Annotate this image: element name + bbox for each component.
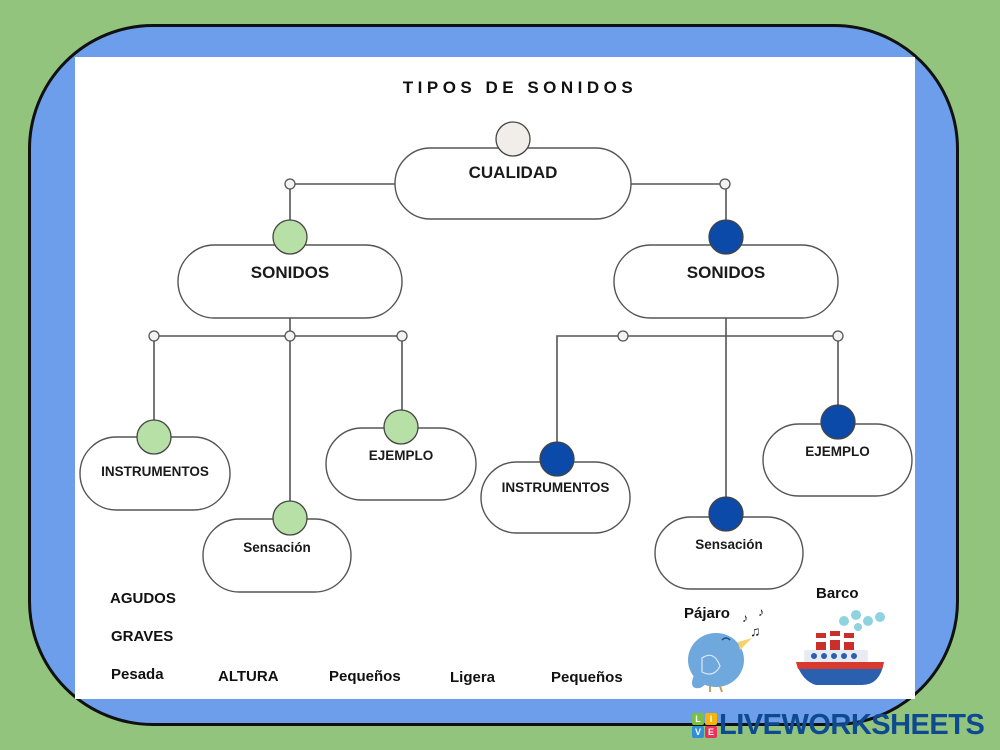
svg-text:♪: ♪ — [758, 605, 764, 619]
logo-letter: L — [692, 712, 704, 725]
node-dots — [136, 121, 856, 536]
junction-dot — [284, 178, 296, 190]
junction-dot — [719, 178, 731, 190]
junction-dot — [617, 330, 629, 342]
node-left-sensacion[interactable]: Sensación — [202, 518, 352, 593]
node-boxes: CUALIDAD SONIDOS SONIDOS INSTRUMENTOS Sensac… — [79, 147, 913, 593]
page-title: TIPOS DE SONIDOS — [402, 78, 638, 97]
logo-letter: V — [692, 725, 704, 738]
node-left-sensacion-shape — [202, 518, 352, 593]
junction-dot — [284, 330, 296, 342]
junction-dot — [832, 330, 844, 342]
node-left-sonidos-label: SONIDOS — [251, 263, 329, 282]
word-agudos[interactable]: AGUDOS — [110, 590, 176, 607]
svg-text:♪: ♪ — [742, 611, 748, 625]
bird-label[interactable]: Pájaro — [684, 605, 730, 622]
node-right-ejemplo-label: EJEMPLO — [805, 444, 870, 459]
word-ligera[interactable]: Ligera — [450, 669, 496, 686]
root-dot — [495, 121, 531, 157]
left-sensacion-dot — [272, 500, 308, 536]
node-left-instrumentos[interactable]: INSTRUMENTOS — [79, 436, 231, 511]
liveworksheets-brand[interactable]: L I V E LIVEWORKSHEETS — [692, 707, 985, 743]
node-cualidad-label: CUALIDAD — [469, 163, 558, 182]
node-right-sensacion[interactable]: Sensación — [654, 516, 804, 590]
brand-text: LIVEWORKSHEETS — [719, 708, 985, 741]
left-sonidos-dot — [272, 219, 308, 255]
right-ejemplo-dot — [820, 404, 856, 440]
node-right-sonidos[interactable]: SONIDOS — [613, 244, 839, 319]
left-ejemplo-dot — [383, 409, 419, 445]
node-right-ejemplo[interactable]: EJEMPLO — [762, 423, 913, 497]
node-cualidad[interactable]: CUALIDAD — [394, 147, 632, 220]
brand-logo-icon: L I V E — [692, 712, 717, 738]
svg-text:♫: ♫ — [750, 623, 761, 639]
junction-dot — [396, 330, 408, 342]
logo-letter: I — [705, 712, 717, 725]
node-left-sensacion-label: Sensación — [243, 540, 311, 555]
ship-label[interactable]: Barco — [816, 585, 859, 602]
node-right-sensacion-label: Sensación — [695, 537, 763, 552]
node-cualidad-shape — [394, 147, 632, 220]
right-sensacion-dot — [708, 496, 744, 532]
word-altura[interactable]: ALTURA — [218, 668, 279, 685]
node-left-ejemplo-label: EJEMPLO — [369, 448, 434, 463]
root-to-right-line — [631, 183, 727, 221]
right-sonidos-dot — [708, 219, 744, 255]
ship-icon[interactable] — [792, 605, 892, 690]
junction-dot — [148, 330, 160, 342]
connector-lines — [153, 183, 839, 501]
node-right-instrumentos-label: INSTRUMENTOS — [502, 480, 610, 495]
node-left-instrumentos-label: INSTRUMENTOS — [101, 464, 209, 479]
word-pesada[interactable]: Pesada — [111, 666, 164, 683]
word-graves[interactable]: GRAVES — [111, 628, 174, 645]
logo-letter: E — [705, 725, 717, 738]
bird-icon[interactable]: ♪ ♪ ♫ — [680, 600, 780, 695]
word-pequenos-2[interactable]: Pequeños — [551, 669, 623, 686]
right-bar-line — [556, 335, 838, 443]
node-right-sonidos-label: SONIDOS — [687, 263, 765, 282]
left-instrumentos-dot — [136, 419, 172, 455]
node-left-sonidos[interactable]: SONIDOS — [177, 244, 403, 319]
root-to-left-line — [289, 183, 395, 221]
right-instrumentos-dot — [539, 441, 575, 477]
word-pequenos-1[interactable]: Pequeños — [329, 668, 401, 685]
